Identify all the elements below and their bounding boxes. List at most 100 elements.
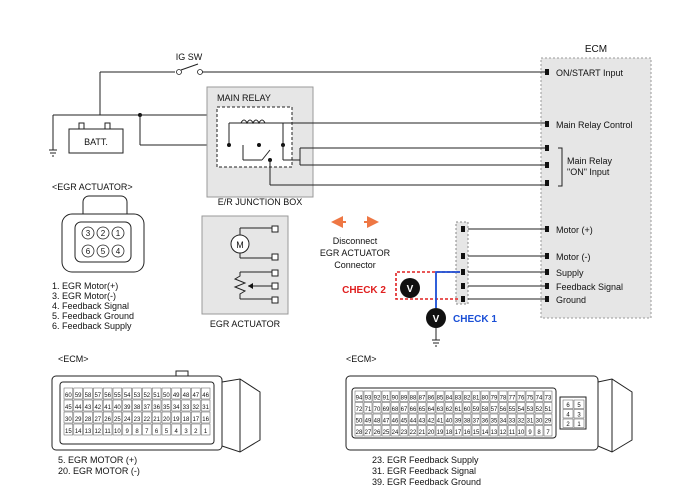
ecm-right-pin-cell xyxy=(534,390,544,402)
ig-switch-blade xyxy=(180,63,199,71)
ecm-right-pin-number: 30 xyxy=(536,419,543,425)
ecm-left-pin-cell xyxy=(181,423,191,436)
ecm-left-pin-cell xyxy=(112,399,123,412)
ecm-left-pin-cell xyxy=(151,399,162,412)
ecm-left-pin-cell xyxy=(200,423,211,436)
connector-pin-number: 5 xyxy=(101,247,106,256)
ecm-right-pin-number: 33 xyxy=(509,419,516,425)
egr-actuator-heading: <EGR ACTUATOR> xyxy=(52,182,133,192)
ecm-right-pin-number: 46 xyxy=(392,419,399,425)
ecm-right-pin-cell xyxy=(489,390,499,402)
ecm-right-pin-cell xyxy=(372,425,382,437)
ecm-left-pin-cell xyxy=(93,423,103,436)
connector-pin xyxy=(96,226,110,240)
ecm-right-pin-number: 22 xyxy=(410,430,417,436)
ecm-left-pin-number: 44 xyxy=(75,405,82,411)
check1-wire xyxy=(435,271,460,308)
ig-switch-contact-left xyxy=(176,69,182,75)
ecm-right-pin-cell xyxy=(516,402,526,414)
egr-pin-3: 3. EGR Motor(-) xyxy=(52,291,116,301)
ecm-right-pin-cell xyxy=(462,390,472,402)
ecm-right-pin-cell xyxy=(534,402,544,414)
ecm-right-pin-cell xyxy=(363,413,373,425)
check2-voltmeter-symbol: V xyxy=(407,284,414,295)
ecm-left-pin-number: 51 xyxy=(153,393,160,399)
ecm-left-pin-number: 49 xyxy=(173,393,180,399)
ecm-label-main-relay-2: "ON" Input xyxy=(567,167,610,177)
ecm-right-pin-cell xyxy=(453,413,463,425)
connector-pin-number: 1 xyxy=(116,229,121,238)
ecm-right-pin-number: 31 xyxy=(527,419,534,425)
junction-box-label: E/R JUNCTION BOX xyxy=(218,197,303,207)
ecm-left-pin-number: 56 xyxy=(104,393,111,399)
ecm-pin-motor-minus xyxy=(545,253,549,259)
ecm-right-pin-number: 20 xyxy=(428,430,435,436)
ecm-right-pin-number: 27 xyxy=(365,430,372,436)
ecm-right-legend-3: 39. EGR Feedback Ground xyxy=(372,477,481,487)
ecm-right-pin-cell xyxy=(453,390,463,402)
ecm-right-pin-cell xyxy=(363,425,373,437)
ecm-pin-relay-on-2 xyxy=(545,162,549,168)
ecm-right-pin-cell xyxy=(399,413,409,425)
ecm-right-pin-cell xyxy=(390,390,400,402)
check1-probe: V CHECK 1 xyxy=(426,271,497,347)
ecm-left-pin-number: 8 xyxy=(135,429,139,435)
ecm-right-pin-number: 28 xyxy=(356,430,363,436)
ecm-right-pin-number: 32 xyxy=(518,419,525,425)
ecm-right-pin-cell xyxy=(417,425,427,437)
main-relay-label: MAIN RELAY xyxy=(217,93,271,103)
ecm-right-pin-cell xyxy=(354,413,364,425)
ecm-right-pin-number: 87 xyxy=(419,396,426,402)
ecm-bracket xyxy=(558,147,563,187)
egr-pin-list: 1. EGR Motor(+) 3. EGR Motor(-) 4. Feedb… xyxy=(52,281,134,331)
ecm-pin-supply xyxy=(545,269,549,275)
ecm-module: ECM ON/START Input Main Relay Control Ma… xyxy=(540,44,652,319)
ecm-right-pin-number: 15 xyxy=(473,430,480,436)
ecm-left-pin-number: 50 xyxy=(163,393,170,399)
ecm-left-pin-cell xyxy=(83,423,93,436)
egr-actuator: M EGR ACTUATOR xyxy=(201,215,289,329)
ecm-left-pin-number: 28 xyxy=(85,417,92,423)
connector-pin-number: 4 xyxy=(116,247,121,256)
ecm-left-pin-cell xyxy=(181,399,191,412)
ecm-left-pin-number: 33 xyxy=(183,405,190,411)
ecm-left-pin-number: 19 xyxy=(173,417,180,423)
ecm-left-pin-number: 3 xyxy=(184,429,188,435)
ecm-right-pin-cell xyxy=(426,413,436,425)
battery-label: BATT. xyxy=(84,137,108,147)
ecm-left-pin-number: 46 xyxy=(202,393,209,399)
ecm-right-pin-cell xyxy=(498,413,508,425)
ecm-left-pin-number: 15 xyxy=(65,429,72,435)
egr-pin-6: 6. Feedback Supply xyxy=(52,321,132,331)
ecm-right-pin-cell xyxy=(534,413,544,425)
ecm-left-pin-number: 60 xyxy=(65,393,72,399)
ecm-left-pin-cell xyxy=(142,387,152,400)
ecm-right-pin-number: 82 xyxy=(464,396,471,402)
ecm-left-hood xyxy=(221,378,261,453)
ecm-left-pin-cell xyxy=(122,399,132,412)
ecm-left-pin-number: 7 xyxy=(145,429,149,435)
ecm-left-pin-number: 55 xyxy=(114,393,121,399)
ig-sw-label: IG SW xyxy=(176,52,203,62)
ecm-left-pin-cell xyxy=(102,399,113,412)
ecm-right-pin-cell xyxy=(543,413,553,425)
ecm-right-side-pin-number: 2 xyxy=(566,422,570,428)
ecm-right-pin-number: 79 xyxy=(491,396,498,402)
ecm-right-pin-cell xyxy=(372,402,382,414)
ecm-right-pin-cell xyxy=(363,402,373,414)
connector-pin-number: 6 xyxy=(86,247,91,256)
ecm-right-pin-number: 67 xyxy=(401,407,408,413)
ecm-right-pin-cell xyxy=(417,413,427,425)
egr-actuator-label: EGR ACTUATOR xyxy=(210,319,281,329)
ecm-right-pin-cell xyxy=(399,390,409,402)
ecm-left-pin-number: 17 xyxy=(192,417,199,423)
ecm-right-pin-cell xyxy=(381,413,391,425)
ecm-right-pin-cell xyxy=(534,425,544,437)
ecm-right-side-pin-number: 3 xyxy=(577,413,581,419)
ecm-left-pin-number: 52 xyxy=(143,393,150,399)
ecm-left-pin-number: 41 xyxy=(104,405,111,411)
connector-pin xyxy=(96,244,110,258)
ecm-left-pin-cell xyxy=(151,387,162,400)
ecm-left-pin-number: 30 xyxy=(65,417,72,423)
